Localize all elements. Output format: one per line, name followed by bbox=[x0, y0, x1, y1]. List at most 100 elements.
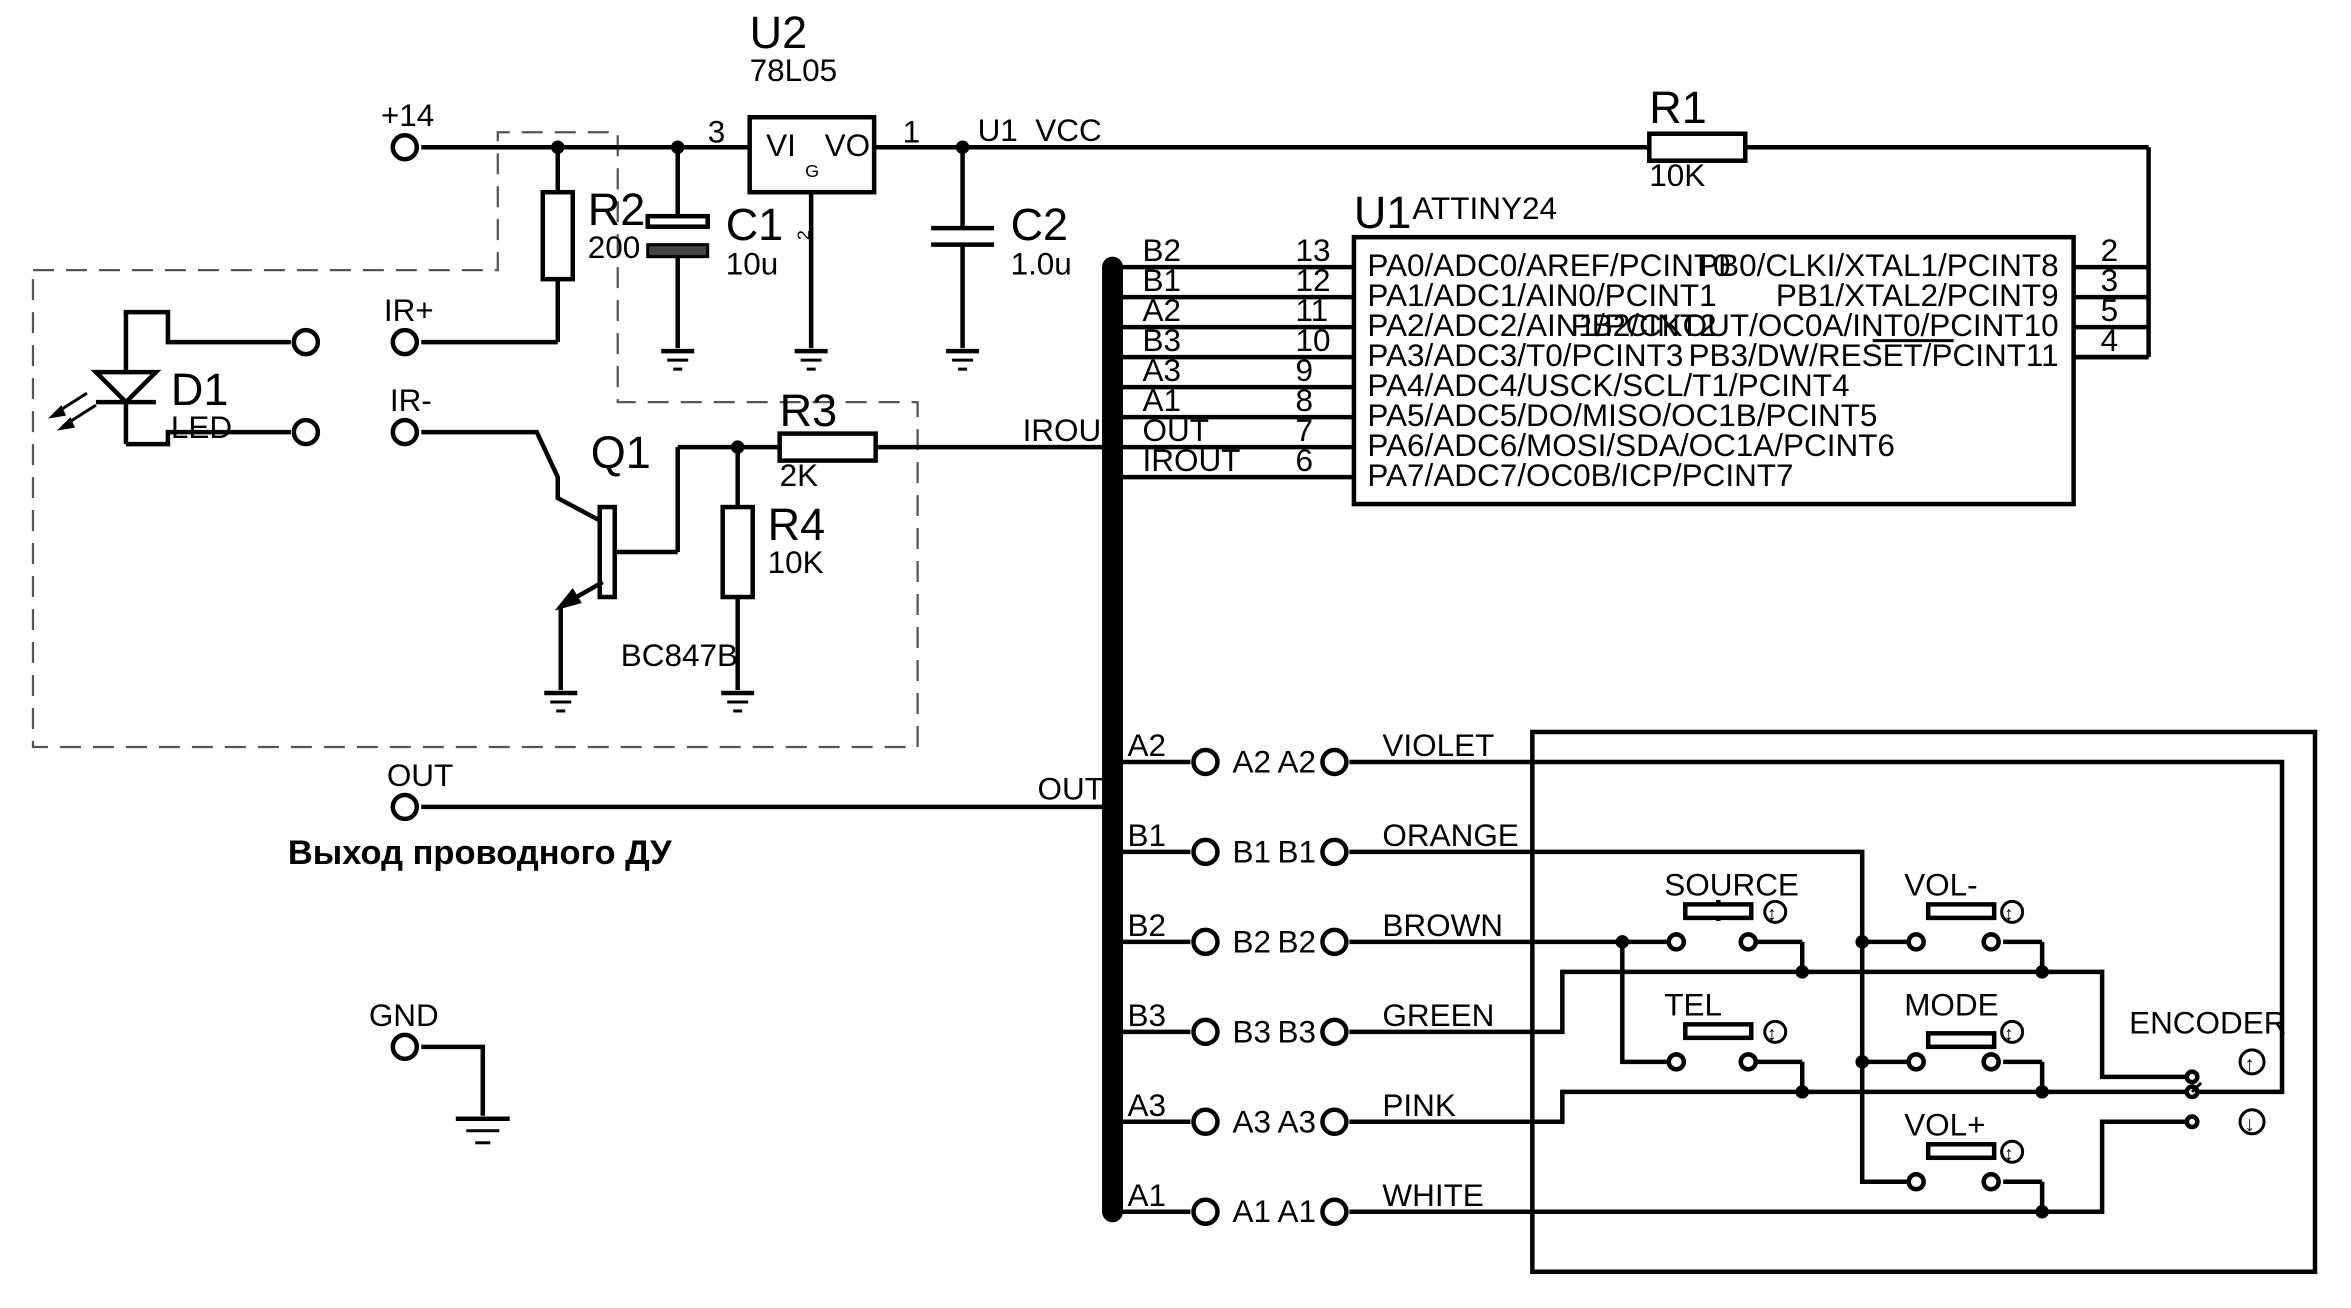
connector-pin-left[interactable] bbox=[1191, 837, 1220, 867]
terminal-gnd[interactable] bbox=[390, 1032, 420, 1062]
button-mode[interactable] bbox=[1906, 1031, 2001, 1072]
bus-net-label: B3 bbox=[1143, 323, 1182, 358]
bus-tap-label: A2 bbox=[1128, 728, 1167, 763]
gnd-terminal-group bbox=[421, 1044, 510, 1145]
r3-ref: R3 bbox=[780, 385, 837, 436]
label-tel: TEL bbox=[1664, 987, 1722, 1022]
bus-net-label: IROUT bbox=[1143, 443, 1241, 478]
pin-number: 10 bbox=[1295, 323, 1330, 358]
capacitor-c2 bbox=[931, 147, 995, 371]
connector-label-left: B2 bbox=[1232, 924, 1271, 959]
label-ir-plus: IR+ bbox=[384, 293, 434, 328]
connector-pin-right[interactable] bbox=[1320, 1107, 1349, 1137]
pin-name: PA7/ADC7/OC0B/ICP/PCINT7 bbox=[1367, 458, 1793, 493]
svg-text:2: 2 bbox=[794, 230, 814, 240]
connector-pin-right[interactable] bbox=[1320, 1197, 1349, 1227]
svg-text:3: 3 bbox=[708, 115, 726, 150]
wire-color-label: WHITE bbox=[1382, 1178, 1483, 1213]
connector-label-right: B1 bbox=[1277, 834, 1316, 869]
wire-color-label: GREEN bbox=[1382, 998, 1494, 1033]
button-vol-plus[interactable] bbox=[1906, 1142, 2001, 1192]
terminal-led-anode[interactable] bbox=[291, 327, 321, 357]
svg-text:↕: ↕ bbox=[1767, 903, 1777, 925]
svg-text:1: 1 bbox=[903, 115, 921, 150]
bus-tap-label: A1 bbox=[1128, 1178, 1167, 1213]
connector-pin-right[interactable] bbox=[1320, 927, 1349, 957]
pin-number: 9 bbox=[1295, 353, 1313, 388]
junction-dot bbox=[1795, 1085, 1809, 1099]
ir-module-outline bbox=[31, 131, 919, 749]
terminal-out[interactable] bbox=[390, 792, 420, 822]
connector-pin-left[interactable] bbox=[1191, 747, 1220, 777]
encoder-down-icon: ↓ bbox=[2245, 1113, 2255, 1136]
connector-pin-left[interactable] bbox=[1191, 1107, 1220, 1137]
connector-pin-right[interactable] bbox=[1320, 747, 1349, 777]
svg-text:G: G bbox=[805, 161, 819, 181]
terminal-plus14[interactable] bbox=[390, 132, 420, 162]
bus-net-label: B1 bbox=[1143, 263, 1182, 298]
pin-name: PB0/CLKI/XTAL1/PCINT8 bbox=[1697, 248, 2058, 283]
pin-name: PB1/XTAL2/PCINT9 bbox=[1776, 278, 2059, 313]
resistor-r2 bbox=[421, 147, 576, 345]
pin-number: 13 bbox=[1295, 233, 1330, 268]
pin-name: PA6/ADC6/MOSI/SDA/OC1A/PCINT6 bbox=[1367, 428, 1895, 463]
button-vol-minus[interactable] bbox=[1906, 902, 2001, 952]
updown-markers: ↕ ↕ ↕ ↕ ↕ bbox=[1763, 899, 2025, 1165]
connector-label-left: A1 bbox=[1232, 1194, 1271, 1229]
bus-net-label: A3 bbox=[1143, 353, 1182, 388]
terminal-ir-plus[interactable] bbox=[390, 327, 420, 357]
capacitor-c1 bbox=[645, 147, 710, 371]
pin-number: 7 bbox=[1295, 413, 1313, 448]
u1-ref: U1 bbox=[1354, 187, 1412, 238]
encoder-switch[interactable]: ↑ ↓ bbox=[2184, 1048, 2266, 1136]
wire-color-label: ORANGE bbox=[1382, 818, 1518, 853]
c1-ref: C1 bbox=[726, 199, 783, 250]
label-encoder: ENCODER bbox=[2129, 1005, 2286, 1040]
terminal-led-cathode[interactable] bbox=[291, 417, 321, 447]
button-source[interactable] bbox=[1666, 899, 1759, 952]
q1-ref: Q1 bbox=[591, 427, 651, 478]
bus-net-label: B2 bbox=[1143, 233, 1182, 268]
label-source: SOURCE bbox=[1664, 867, 1799, 902]
bus-tap-label: A3 bbox=[1128, 1088, 1167, 1123]
pin-number: 6 bbox=[1295, 443, 1313, 478]
connector-pin-left[interactable] bbox=[1191, 927, 1220, 957]
label-vol-plus: VOL+ bbox=[1904, 1107, 1985, 1142]
bus-net-label: A2 bbox=[1143, 293, 1182, 328]
label-mode: MODE bbox=[1904, 987, 1998, 1022]
net-out-left: OUT bbox=[1038, 771, 1104, 806]
d1-ref: D1 bbox=[171, 364, 229, 415]
wire-color-label: PINK bbox=[1382, 1088, 1455, 1123]
junction-dot bbox=[1795, 965, 1809, 979]
label-ir-minus: IR- bbox=[390, 383, 432, 418]
connector-pin-right[interactable] bbox=[1320, 837, 1349, 867]
c2-value: 1.0u bbox=[1011, 247, 1072, 282]
connector-label-right: A1 bbox=[1277, 1194, 1316, 1229]
mcu-u1 bbox=[1351, 234, 2076, 507]
encoder-up-icon: ↑ bbox=[2245, 1053, 2255, 1076]
bus-net-label: A1 bbox=[1143, 383, 1182, 418]
pin-name: PB3/DW/RESET/PCINT11 bbox=[1688, 338, 2058, 373]
r1-value: 10K bbox=[1649, 158, 1705, 193]
wire-color-label: VIOLET bbox=[1382, 728, 1494, 763]
c1-value: 10u bbox=[726, 247, 779, 282]
u1-value: ATTINY24 bbox=[1412, 191, 1557, 226]
button-tel[interactable] bbox=[1666, 1022, 1759, 1072]
connector-pin-left[interactable] bbox=[1191, 1197, 1220, 1227]
terminal-ir-minus[interactable] bbox=[390, 417, 420, 447]
pin-number: 5 bbox=[2101, 293, 2119, 328]
pin-number: 11 bbox=[1295, 293, 1328, 328]
connector-pin-left[interactable] bbox=[1191, 1017, 1220, 1047]
resistor-r3 bbox=[777, 431, 1118, 463]
wire-color-label: BROWN bbox=[1382, 908, 1503, 943]
bus-net-label: OUT bbox=[1143, 413, 1209, 448]
label-gnd-terminal: GND bbox=[369, 998, 439, 1033]
pin-number: 2 bbox=[2101, 233, 2119, 268]
resistor-r1 bbox=[1647, 131, 1748, 163]
connector-pin-right[interactable] bbox=[1320, 1017, 1349, 1047]
r2-value: 200 bbox=[588, 230, 641, 265]
resistor-r4 bbox=[720, 447, 755, 713]
connector-label-right: B2 bbox=[1277, 924, 1316, 959]
